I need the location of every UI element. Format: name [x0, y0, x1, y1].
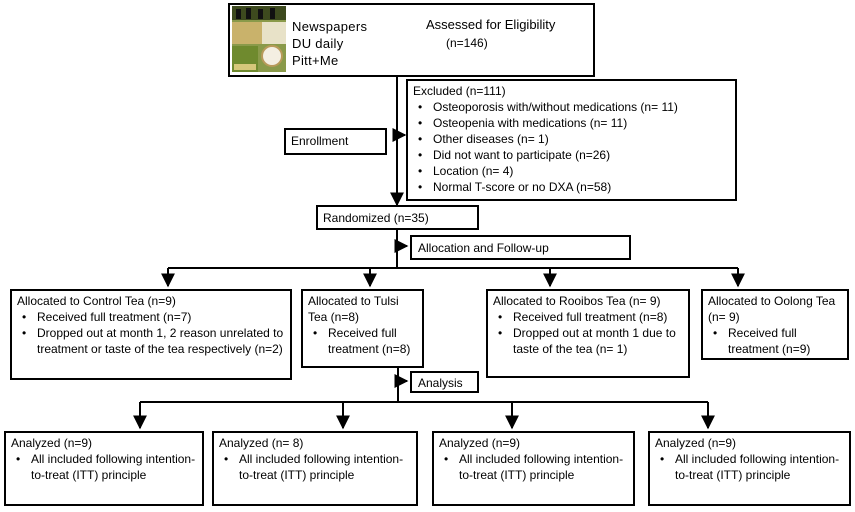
excluded-title: Excluded (n=111) [413, 84, 506, 98]
analysis-title: Analyzed (n=9) [655, 436, 737, 450]
excluded-box: Excluded (n=111) Osteoporosis with/witho… [406, 79, 737, 201]
eligibility-count: (n=146) [446, 36, 488, 50]
allocation-title: Allocated to Tulsi Tea (n=8) [308, 294, 399, 324]
randomized-box: Randomized (n=35) [316, 205, 479, 230]
analysis-list: All included following intention-to-trea… [655, 451, 844, 483]
analysis-item: All included following intention-to-trea… [219, 451, 411, 483]
analysis-list: All included following intention-to-trea… [219, 451, 411, 483]
allocation-title: Allocated to Rooibos Tea (n= 9) [493, 294, 661, 308]
sources-list: Newspapers DU daily Pitt+Me [292, 18, 367, 69]
analysis-title: Analyzed (n=9) [439, 436, 521, 450]
analysis-box-2: Analyzed (n= 8) All included following i… [212, 431, 418, 506]
eligibility-label: Assessed for Eligibility [426, 17, 556, 32]
source-newspapers: Newspapers [292, 19, 368, 34]
allocation-list: Received full treatment (n=7) Dropped ou… [17, 309, 285, 357]
allocation-box-control: Allocated to Control Tea (n=9) Received … [10, 289, 292, 380]
excluded-item: Did not want to participate (n=26) [413, 147, 730, 163]
excluded-list: Osteoporosis with/without medications (n… [413, 99, 730, 195]
analysis-box-3: Analyzed (n=9) All included following in… [432, 431, 635, 506]
allocation-item: Dropped out at month 1 due to taste of t… [493, 325, 683, 357]
analysis-item: All included following intention-to-trea… [11, 451, 197, 483]
allocation-list: Received full treatment (n=8) Dropped ou… [493, 309, 683, 357]
allocation-box-tulsi: Allocated to Tulsi Tea (n=8) Received fu… [301, 289, 424, 368]
analysis-title: Analyzed (n=9) [11, 436, 93, 450]
allocation-item: Dropped out at month 1, 2 reason unrelat… [17, 325, 285, 357]
allocation-box-rooibos: Allocated to Rooibos Tea (n= 9) Received… [486, 289, 690, 378]
excluded-item: Other diseases (n= 1) [413, 131, 730, 147]
allocation-item: Received full treatment (n=7) [17, 309, 285, 325]
analysis-stage-label: Analysis [410, 371, 479, 393]
allocation-item: Received full treatment (n=9) [708, 325, 842, 357]
analysis-title: Analyzed (n= 8) [219, 436, 304, 450]
newspaper-collage-image [232, 6, 286, 72]
allocation-list: Received full treatment (n=8) [308, 325, 417, 357]
allocation-list: Received full treatment (n=9) [708, 325, 842, 357]
allocation-item: Received full treatment (n=8) [493, 309, 683, 325]
allocation-item: Received full treatment (n=8) [308, 325, 417, 357]
source-pitt-me: Pitt+Me [292, 53, 339, 68]
analysis-list: All included following intention-to-trea… [11, 451, 197, 483]
analysis-item: All included following intention-to-trea… [655, 451, 844, 483]
allocation-stage-label: Allocation and Follow-up [410, 235, 631, 260]
enrollment-stage-label: Enrollment [284, 128, 387, 155]
source-du-daily: DU daily [292, 36, 344, 51]
analysis-item: All included following intention-to-trea… [439, 451, 628, 483]
allocation-title: Allocated to Oolong Tea (n= 9) [708, 294, 836, 324]
recruitment-sources-box: Newspapers DU daily Pitt+Me Assessed for… [228, 3, 595, 77]
allocation-box-oolong: Allocated to Oolong Tea (n= 9) Received … [701, 289, 849, 360]
excluded-item: Location (n= 4) [413, 163, 730, 179]
analysis-list: All included following intention-to-trea… [439, 451, 628, 483]
excluded-item: Osteopenia with medications (n= 11) [413, 115, 730, 131]
allocation-title: Allocated to Control Tea (n=9) [17, 294, 176, 308]
excluded-item: Normal T-score or no DXA (n=58) [413, 179, 730, 195]
analysis-box-1: Analyzed (n=9) All included following in… [4, 431, 204, 506]
analysis-box-4: Analyzed (n=9) All included following in… [648, 431, 851, 506]
excluded-item: Osteoporosis with/without medications (n… [413, 99, 730, 115]
